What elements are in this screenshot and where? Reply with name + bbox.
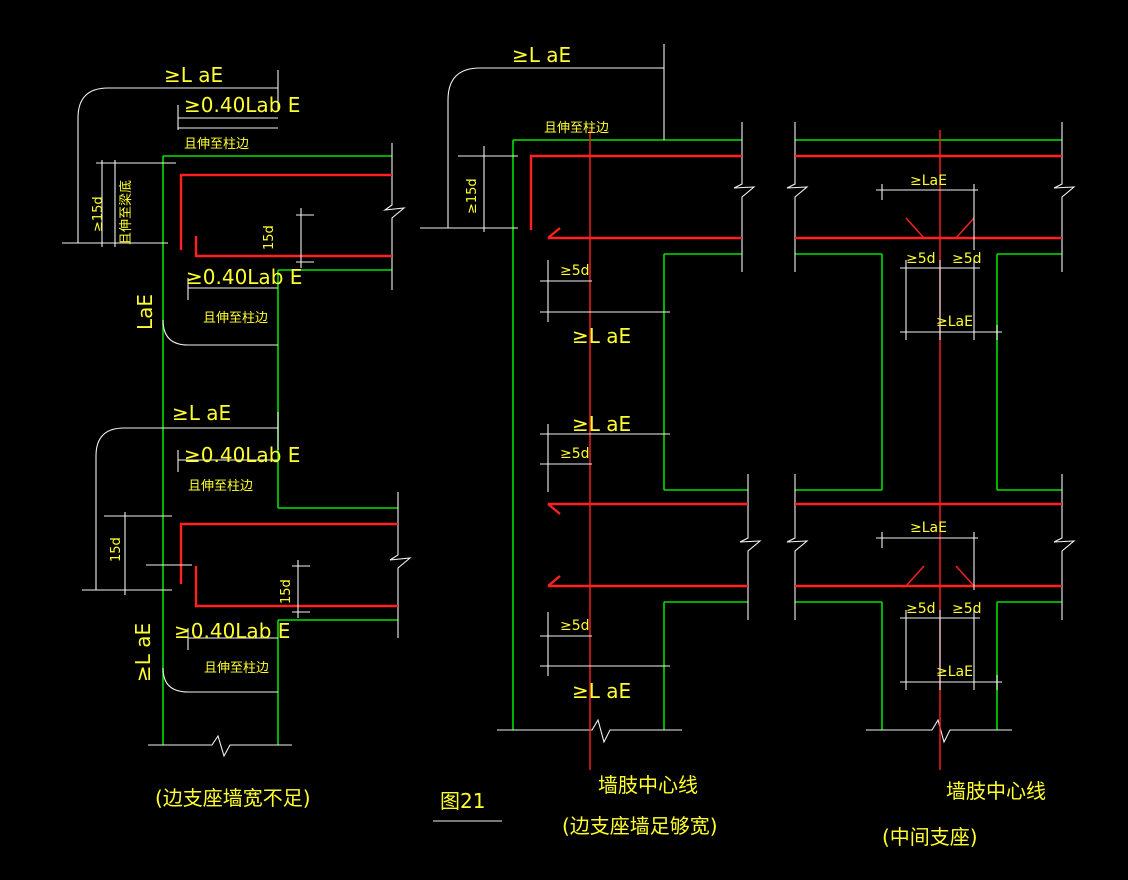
right-label-5d-4: ≥5d [952, 601, 982, 617]
left-label-lab-4: ≥0.40Lab E [174, 619, 290, 643]
middle-label-15d-ge: ≥15d [465, 178, 480, 214]
middle-label-5d-1: ≥5d [560, 263, 590, 279]
left-label-15d-ge-1: ≥15d [91, 196, 106, 232]
left-label-beam-bottom: 且伸至梁底 [118, 180, 134, 245]
middle-label-5d-2: ≥5d [560, 446, 590, 462]
middle-label-5d-3: ≥5d [560, 618, 590, 634]
left-labels: ≥L aE ≥0.40Lab E 且伸至柱边 ≥15d 且伸至梁底 15d ≥0… [91, 63, 302, 682]
right-break-lines [786, 122, 1076, 744]
middle-dimensions [420, 44, 670, 676]
right-label-5d-3: ≥5d [906, 601, 936, 617]
left-rebars [179, 173, 398, 608]
middle-label-extend: 且伸至柱边 [544, 121, 609, 136]
left-label-15d-3: 15d [279, 579, 294, 604]
left-break-lines [148, 143, 412, 758]
right-label-lae-4: ≥LaE [936, 664, 973, 680]
right-label-lae-2: ≥LaE [936, 314, 973, 330]
right-label-5d-1: ≥5d [906, 251, 936, 267]
right-label-5d-2: ≥5d [952, 251, 982, 267]
left-detail: ≥L aE ≥0.40Lab E 且伸至柱边 ≥15d 且伸至梁底 15d ≥0… [62, 63, 412, 758]
left-label-lab-2: ≥0.40Lab E [186, 265, 302, 289]
right-label-lae-3: ≥LaE [910, 520, 947, 536]
middle-labels: ≥L aE 且伸至柱边 ≥15d ≥5d ≥L aE ≥L aE ≥5d ≥5d… [465, 43, 631, 703]
left-label-lae-2: ≥L aE [172, 401, 231, 425]
left-label-lab-1: ≥0.40Lab E [184, 93, 300, 117]
middle-label-lae-3: ≥L aE [572, 679, 631, 703]
left-label-extend-1: 且伸至柱边 [184, 137, 249, 152]
right-labels: ≥LaE ≥5d ≥5d ≥LaE ≥LaE ≥5d ≥5d ≥LaE [906, 173, 982, 680]
middle-label-lae-top: ≥L aE [512, 43, 571, 67]
left-label-15d-1: 15d [262, 225, 277, 250]
caption-figure: 图21 [440, 789, 485, 813]
right-rebars [795, 154, 1062, 588]
caption-right: (中间支座) [882, 825, 978, 849]
left-wall-outline [162, 155, 398, 745]
left-dimensions [62, 70, 314, 693]
caption-left: (边支座墙宽不足) [155, 786, 311, 810]
middle-rebars [529, 154, 748, 588]
middle-detail: ≥L aE 且伸至柱边 ≥15d ≥5d ≥L aE ≥L aE ≥5d ≥5d… [420, 43, 762, 770]
left-label-lae-3: ≥L aE [131, 623, 155, 682]
left-label-lab-3: ≥0.40Lab E [184, 443, 300, 467]
caption-wall-centerline-1: 墙肢中心线 [598, 773, 698, 797]
right-wall-outline [795, 139, 1062, 730]
left-label-lae-vertical: LaE [133, 294, 157, 330]
middle-wall-outline [512, 139, 748, 730]
right-label-lae-1: ≥LaE [910, 173, 947, 189]
left-label-extend-2: 且伸至柱边 [203, 311, 268, 326]
left-label-extend-4: 且伸至柱边 [204, 661, 269, 676]
left-label-extend-3: 且伸至柱边 [188, 479, 253, 494]
captions: (边支座墙宽不足) 图21 墙肢中心线 (边支座墙足够宽) 墙肢中心线 (中间支… [155, 773, 1046, 849]
middle-label-lae-1: ≥L aE [572, 324, 631, 348]
caption-middle: (边支座墙足够宽) [562, 814, 718, 838]
left-label-lae-1: ≥L aE [164, 63, 223, 87]
caption-wall-centerline-2: 墙肢中心线 [946, 779, 1046, 803]
left-label-15d-2: 15d [109, 537, 124, 562]
middle-break-lines [497, 122, 762, 744]
middle-label-lae-2: ≥L aE [572, 412, 631, 436]
right-dimensions [876, 184, 1002, 690]
right-detail: ≥LaE ≥5d ≥5d ≥LaE ≥LaE ≥5d ≥5d ≥LaE [786, 122, 1076, 770]
